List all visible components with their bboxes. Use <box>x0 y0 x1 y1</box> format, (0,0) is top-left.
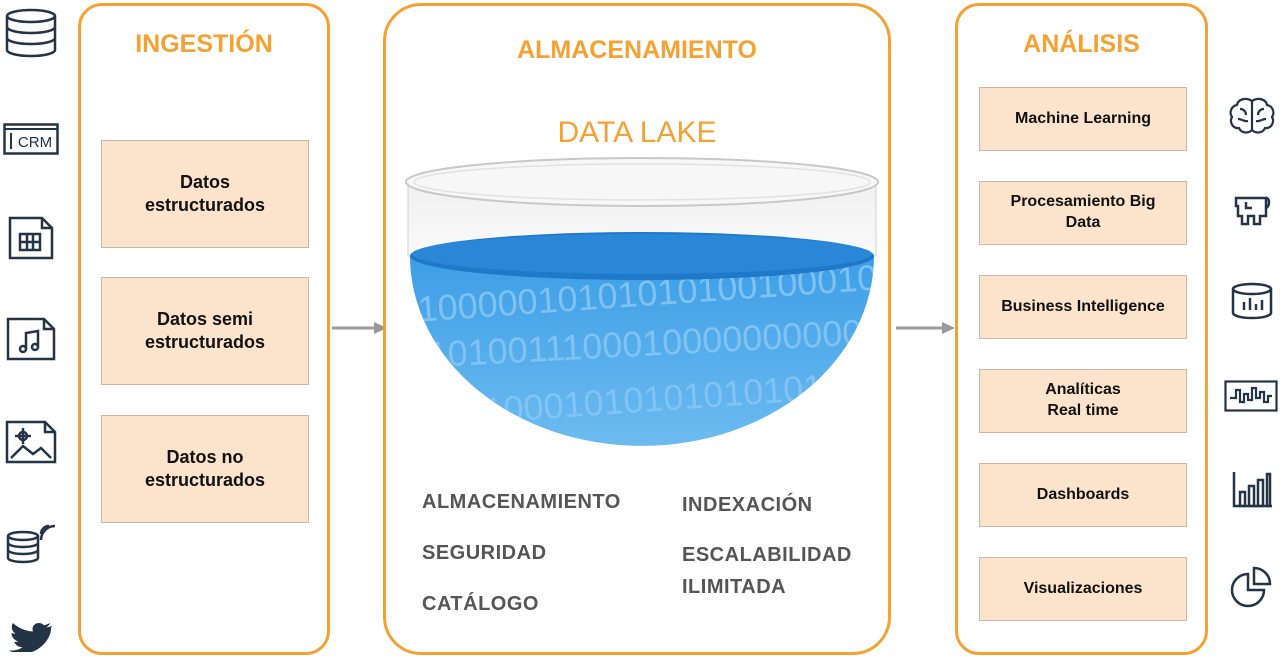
database-icon <box>5 8 57 58</box>
iot-database-icon <box>6 524 56 564</box>
ingestion-title: INGESTIÓN <box>135 30 273 58</box>
crm-icon: CRM <box>3 123 59 155</box>
item-label: Procesamiento Big Data <box>1010 193 1156 231</box>
analysis-item-dashboards: Dashboards <box>979 463 1187 527</box>
bi-database-icon <box>1231 282 1273 320</box>
item-label: Datos no estructurados <box>144 446 266 490</box>
image-file-icon <box>5 420 57 464</box>
feature-catalog: CATÁLOGO <box>422 593 539 615</box>
item-label: Visualizaciones <box>1023 579 1143 597</box>
item-label: Machine Learning <box>1014 109 1152 127</box>
ingestion-item-semi-structured: Datos semi estructurados <box>101 277 309 385</box>
analysis-item-visualizations: Visualizaciones <box>979 557 1187 621</box>
storage-title: ALMACENAMIENTO <box>517 36 757 64</box>
analysis-item-big-data: Procesamiento Big Data <box>979 181 1187 245</box>
feature-storage: ALMACENAMIENTO <box>422 491 621 513</box>
analysis-item-realtime: Analíticas Real time <box>979 369 1187 433</box>
ingestion-item-unstructured: Datos no estructurados <box>101 415 309 523</box>
music-file-icon <box>6 317 56 361</box>
feature-indexing: INDEXACIÓN <box>682 494 813 516</box>
spreadsheet-file-icon <box>8 216 54 260</box>
feature-security: SEGURIDAD <box>422 542 547 564</box>
data-lake-title: DATA LAKE <box>557 116 717 149</box>
analysis-title: ANÁLISIS <box>1023 30 1140 58</box>
data-lake-bowl: 0100000101010101001000101010 01010011100… <box>405 157 879 446</box>
svg-text:CRM: CRM <box>18 134 52 151</box>
realtime-wave-icon <box>1224 380 1278 412</box>
feature-scalability: ESCALABILIDAD ILIMITADA <box>682 544 852 598</box>
storage-panel: ALMACENAMIENTO DATA LAKE 010000010101010… <box>383 3 891 655</box>
ingestion-item-structured: Datos estructurados <box>101 140 309 248</box>
analysis-item-business-intelligence: Business Intelligence <box>979 275 1187 339</box>
item-label: Analíticas Real time <box>1045 381 1121 419</box>
flow-arrow-ingestion-to-storage <box>332 322 387 334</box>
item-label: Datos estructurados <box>144 171 266 215</box>
pie-chart-icon <box>1230 566 1272 608</box>
ingestion-panel: INGESTIÓN Datos estructurados Datos semi… <box>78 3 330 655</box>
bar-chart-icon <box>1232 472 1272 508</box>
analysis-item-machine-learning: Machine Learning <box>979 87 1187 151</box>
item-label: Dashboards <box>1036 485 1130 503</box>
flow-arrow-storage-to-analysis <box>896 322 955 334</box>
item-label: Business Intelligence <box>1001 297 1165 315</box>
item-label: Datos semi estructurados <box>144 308 266 352</box>
analysis-panel: ANÁLISIS Machine Learning Procesamiento … <box>955 3 1208 655</box>
brain-icon <box>1229 97 1275 134</box>
big-data-elephant-icon <box>1234 196 1271 226</box>
twitter-icon <box>8 622 52 652</box>
